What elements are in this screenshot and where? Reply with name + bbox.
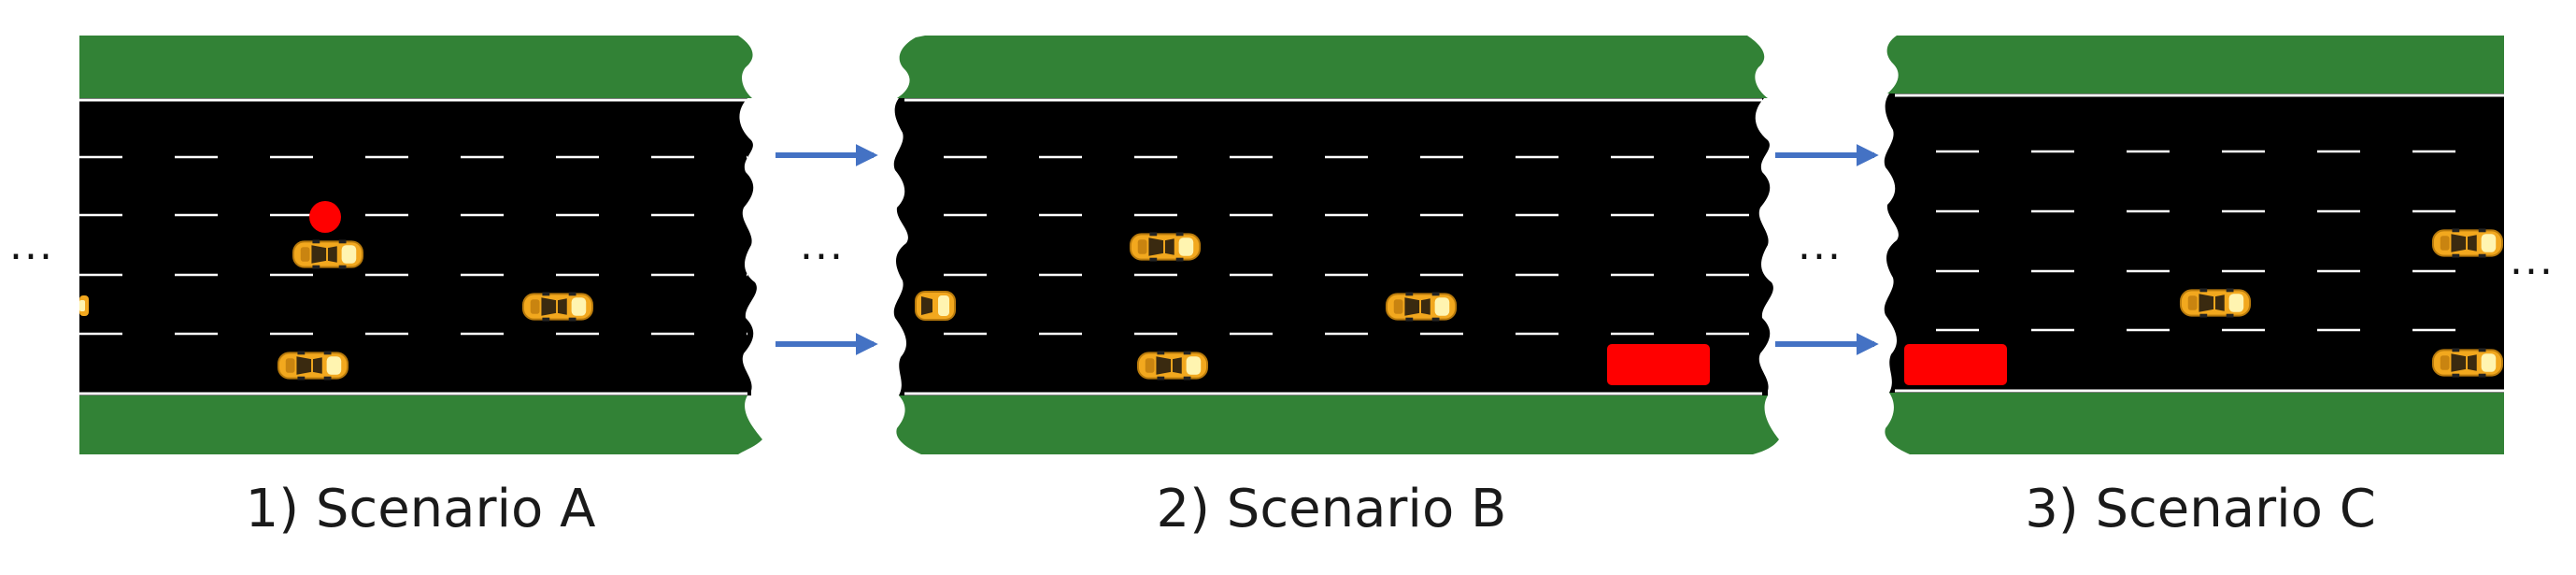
- red-dot-marker: [309, 201, 341, 233]
- taxi-car-icon: [521, 292, 594, 322]
- bottom-grass-strip: [79, 395, 762, 454]
- road: [79, 98, 757, 395]
- scenario-c-panel: [1884, 36, 2504, 454]
- red-obstacle-block: [1607, 344, 1710, 385]
- taxi-car-icon: [79, 295, 89, 316]
- caption-scenario-b: 2) Scenario B: [1156, 479, 1507, 539]
- caption-scenario-a: 1) Scenario A: [245, 479, 596, 539]
- taxi-car-icon: [292, 239, 364, 269]
- taxi-car-icon: [2431, 348, 2504, 378]
- taxi-car-icon: [277, 351, 349, 381]
- lane-markings: [944, 155, 1757, 336]
- road: [893, 98, 1773, 395]
- taxi-car-icon: [1129, 232, 1202, 262]
- red-obstacle-block: [1904, 344, 2007, 385]
- transition-arrows: [776, 144, 1879, 355]
- caption-scenario-c: 3) Scenario C: [2025, 479, 2376, 539]
- top-grass-strip: [1886, 36, 2504, 93]
- ellipsis-between-b-c: ...: [1798, 222, 1843, 269]
- taxi-car-icon: [1136, 351, 1209, 381]
- top-grass-strip: [897, 36, 1768, 98]
- ellipsis-right: ...: [2510, 237, 2555, 284]
- lane-markings: [79, 155, 747, 336]
- top-grass-strip: [79, 36, 753, 98]
- scenario-b-panel: [893, 36, 1779, 454]
- taxi-car-icon: [2431, 228, 2504, 258]
- ellipsis-between-a-b: ...: [800, 222, 845, 269]
- taxi-car-icon: [2179, 288, 2252, 318]
- scenario-a-panel: [79, 36, 762, 454]
- bottom-grass-strip: [1885, 393, 2504, 454]
- bottom-grass-strip: [896, 395, 1779, 454]
- taxi-car-icon: [915, 291, 956, 321]
- road: [1884, 93, 2504, 393]
- ellipsis-left: ...: [9, 222, 54, 269]
- taxi-car-icon: [1385, 292, 1458, 322]
